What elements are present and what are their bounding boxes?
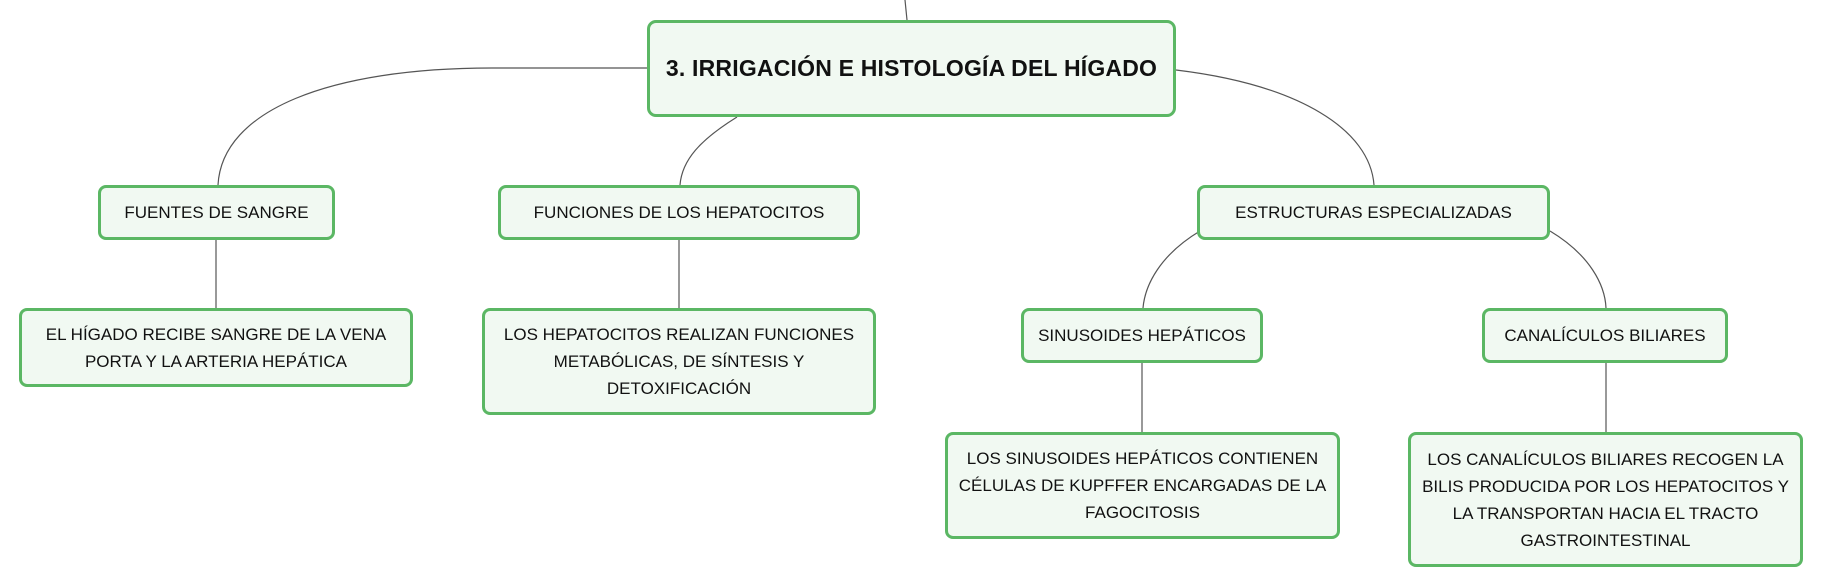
topic-estructuras-especializadas[interactable]: ESTRUCTURAS ESPECIALIZADAS (1197, 185, 1550, 240)
root-topic[interactable]: 3. IRRIGACIÓN E HISTOLOGÍA DEL HÍGADO (647, 20, 1176, 117)
topic-canaliculos-biliares-label: CANALÍCULOS BILIARES (1504, 326, 1706, 345)
topic-sinusoides-hepaticos-label: SINUSOIDES HEPÁTICOS (1038, 326, 1246, 345)
detail-sinusoides-hepaticos[interactable]: LOS SINUSOIDES HEPÁTICOS CONTIENEN CÉLUL… (945, 432, 1340, 539)
detail-sinusoides-hepaticos-text: LOS SINUSOIDES HEPÁTICOS CONTIENEN CÉLUL… (958, 449, 1327, 522)
detail-funciones-hepatocitos-text: LOS HEPATOCITOS REALIZAN FUNCIONES METAB… (503, 325, 855, 398)
topic-funciones-hepatocitos-label: FUNCIONES DE LOS HEPATOCITOS (533, 203, 825, 222)
topic-canaliculos-biliares[interactable]: CANALÍCULOS BILIARES (1482, 308, 1728, 363)
detail-canaliculos-biliares[interactable]: LOS CANALÍCULOS BILIARES RECOGEN LA BILI… (1408, 432, 1803, 567)
detail-fuentes-de-sangre[interactable]: EL HÍGADO RECIBE SANGRE DE LA VENA PORTA… (19, 308, 413, 387)
topic-funciones-hepatocitos[interactable]: FUNCIONES DE LOS HEPATOCITOS (498, 185, 860, 240)
topic-fuentes-de-sangre[interactable]: FUENTES DE SANGRE (98, 185, 335, 240)
detail-funciones-hepatocitos[interactable]: LOS HEPATOCITOS REALIZAN FUNCIONES METAB… (482, 308, 876, 415)
root-topic-label: 3. IRRIGACIÓN E HISTOLOGÍA DEL HÍGADO (665, 55, 1158, 81)
connector-root-to-fuentes (217, 67, 647, 186)
detail-canaliculos-biliares-text: LOS CANALÍCULOS BILIARES RECOGEN LA BILI… (1422, 449, 1789, 550)
connector-root-to-estructuras (1175, 69, 1375, 186)
topic-fuentes-de-sangre-label: FUENTES DE SANGRE (124, 203, 309, 222)
topic-estructuras-especializadas-label: ESTRUCTURAS ESPECIALIZADAS (1235, 203, 1512, 222)
topic-sinusoides-hepaticos[interactable]: SINUSOIDES HEPÁTICOS (1021, 308, 1263, 363)
detail-fuentes-de-sangre-text: EL HÍGADO RECIBE SANGRE DE LA VENA PORTA… (45, 324, 387, 371)
connector-estructuras-to-canaliculos (1549, 230, 1607, 309)
connector-root-to-funciones (679, 116, 738, 186)
connector-estructuras-to-sinusoides (1142, 230, 1201, 309)
connector-parent-to-root (904, 0, 908, 21)
